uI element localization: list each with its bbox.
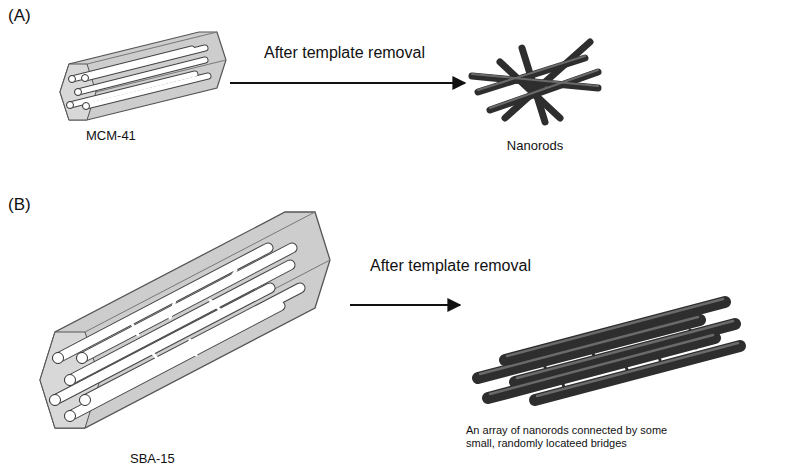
arrow-label: After template removal xyxy=(368,257,533,275)
process-arrow xyxy=(350,304,460,306)
nanorods-block: Nanorods xyxy=(465,36,607,154)
sba15-block: SBA-15 xyxy=(38,215,350,467)
panel-letter: (B) xyxy=(8,195,31,215)
nanorod-array-block: An array of nanorods connected by some s… xyxy=(460,310,755,450)
nanorod-array xyxy=(478,299,740,400)
panel-letter: (A) xyxy=(8,6,31,26)
process-arrow xyxy=(230,82,465,84)
mcm41-prism xyxy=(60,32,226,120)
caption-text: Nanorods xyxy=(465,138,605,154)
mcm41-block: MCM-41 xyxy=(52,36,230,144)
caption-text: SBA-15 xyxy=(130,451,175,467)
caption-text: An array of nanorods connected by some s… xyxy=(466,424,678,450)
arrow-label: After template removal xyxy=(262,44,427,62)
caption-text: MCM-41 xyxy=(86,128,136,144)
nanorods xyxy=(472,42,598,122)
sba15-prism xyxy=(40,212,330,428)
